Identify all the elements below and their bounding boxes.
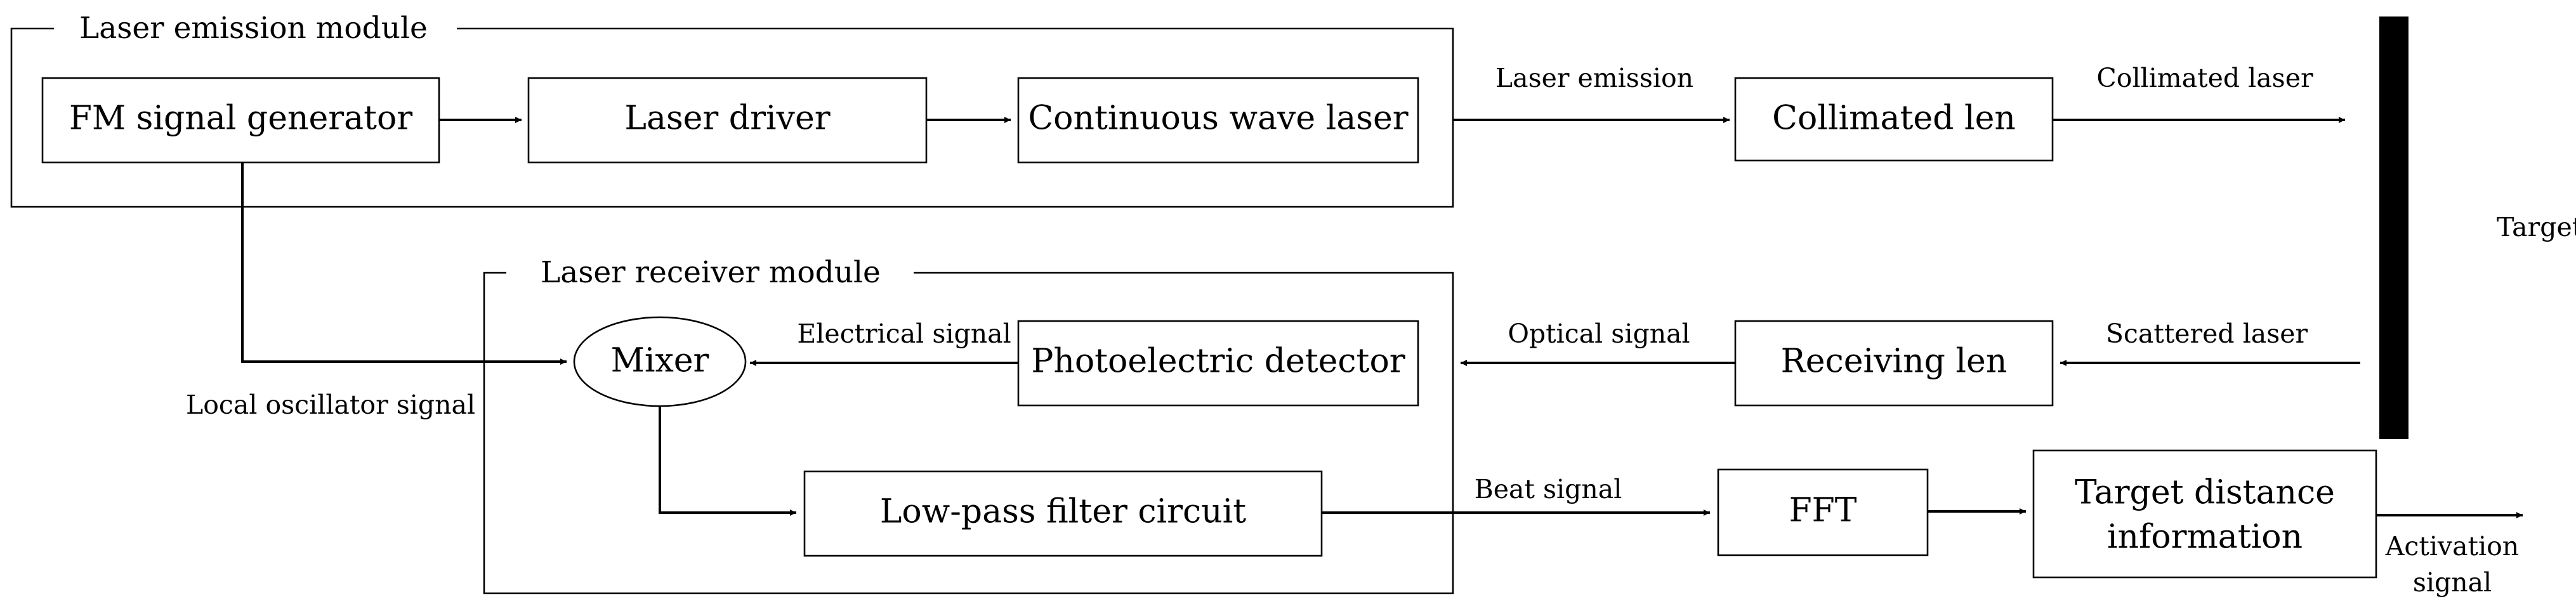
low-pass-filter-label: Low-pass filter circuit (880, 493, 1246, 531)
collimated-len-block: Collimated len (1734, 77, 2054, 162)
photoelectric-detector-label: Photoelectric detector (1031, 343, 1405, 381)
continuous-wave-laser-block: Continuous wave laser (1017, 77, 1419, 164)
receiver-module-frame: Laser receiver module (483, 255, 1454, 595)
laser-driver-label: Laser driver (624, 100, 830, 138)
emission-module-frame: Laser emission module (10, 11, 1454, 208)
mixer-block: Mixer (573, 316, 747, 407)
collimated-laser-label: Collimated laser (2096, 63, 2313, 93)
activation-label-line1: Activation (2385, 531, 2519, 562)
fft-label: FFT (1789, 492, 1857, 530)
emission-module-title: Laser emission module (79, 11, 428, 46)
beat-signal-label: Beat signal (1475, 474, 1622, 504)
target-bar (2379, 16, 2408, 439)
fft-block: FFT (1717, 468, 1929, 556)
target-label: Target (2497, 212, 2576, 242)
mixer-label: Mixer (611, 342, 709, 380)
arrow-mixer-to-lowpass (659, 406, 796, 516)
activation-label-line2: signal (2413, 567, 2492, 598)
collimated-len-label: Collimated len (1772, 100, 2016, 138)
photoelectric-detector-block: Photoelectric detector (1017, 320, 1419, 407)
scattered-laser-label: Scattered laser (2106, 319, 2308, 349)
target-distance-label-line1: Target distance (2075, 474, 2335, 512)
target-distance-info-block: Target distance information (2032, 449, 2377, 579)
receiving-len-label: Receiving len (1781, 343, 2008, 381)
laser-driver-block: Laser driver (527, 77, 928, 164)
fm-signal-generator-block: FM signal generator (41, 77, 440, 164)
optical-signal-label: Optical signal (1508, 319, 1690, 349)
arrow-local-oscillator (241, 162, 567, 365)
receiving-len-block: Receiving len (1734, 320, 2054, 407)
laser-emission-label: Laser emission (1495, 63, 1693, 93)
target-distance-label-line2: information (2107, 518, 2303, 556)
fm-signal-generator-label: FM signal generator (69, 100, 412, 138)
continuous-wave-laser-label: Continuous wave laser (1028, 100, 1408, 138)
low-pass-filter-block: Low-pass filter circuit (803, 470, 1323, 557)
receiver-module-title: Laser receiver module (541, 255, 881, 290)
local-oscillator-label: Local oscillator signal (186, 390, 475, 420)
electrical-signal-label: Electrical signal (797, 319, 1011, 349)
